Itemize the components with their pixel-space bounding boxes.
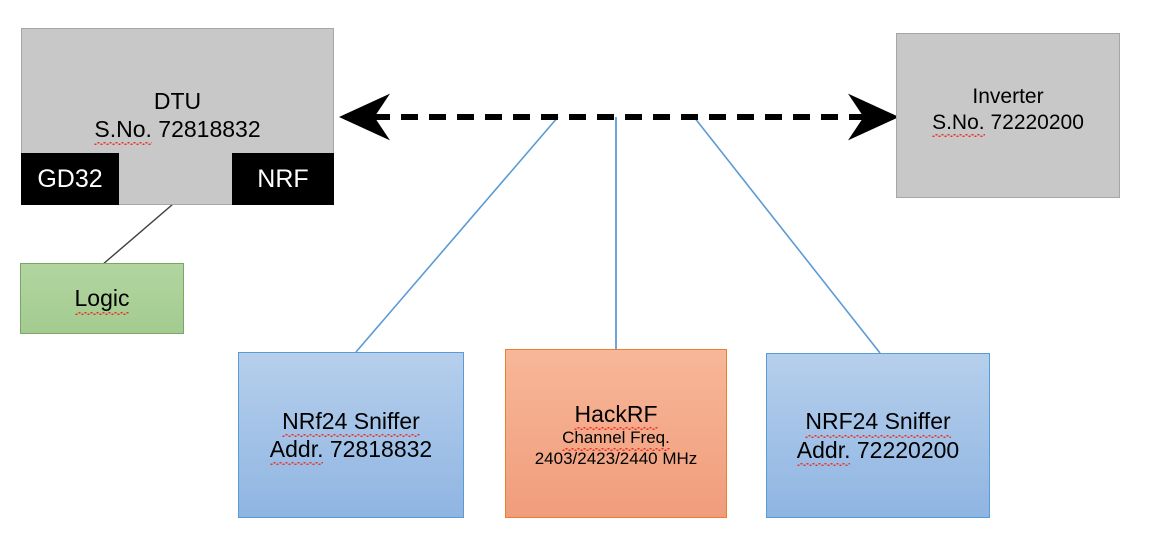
sniffer-left-addr-value: 72818832 bbox=[329, 436, 433, 462]
sniffer-right-title-text: NRF24 Sniffer bbox=[805, 408, 951, 438]
hackrf-channel-label-text: Channel Freq. bbox=[562, 428, 670, 451]
sniffer-right-title: NRF24 Sniffer bbox=[805, 407, 951, 438]
inverter-serial: S.No. 72220200 bbox=[932, 110, 1084, 137]
logic-node[interactable]: Logic bbox=[20, 263, 184, 334]
logic-label-text: Logic bbox=[74, 285, 130, 315]
gd32-label: GD32 bbox=[37, 164, 103, 193]
sniffer-left-title: NRf24 Sniffer bbox=[282, 407, 420, 438]
nrf-label: NRF bbox=[257, 164, 309, 193]
inverter-node[interactable]: Inverter S.No. 72220200 bbox=[896, 33, 1120, 198]
sniffer-left-addr: Addr. 72818832 bbox=[269, 435, 433, 466]
nrf-chip[interactable]: NRF bbox=[232, 153, 334, 205]
dtu-serial: S.No. 72818832 bbox=[94, 115, 261, 146]
sniffer-right-node[interactable]: NRF24 Sniffer Addr. 72220200 bbox=[766, 353, 990, 518]
dtu-serial-prefix: S.No. bbox=[94, 116, 152, 146]
inverter-serial-prefix: S.No. bbox=[932, 110, 985, 137]
hackrf-title: HackRF bbox=[574, 400, 658, 431]
inverter-title: Inverter bbox=[972, 85, 1044, 108]
dtu-title: DTU bbox=[153, 88, 202, 114]
hackrf-channel-label: Channel Freq. bbox=[562, 428, 670, 451]
sniffer-left-addr-prefix: Addr. bbox=[269, 436, 324, 466]
dtu-serial-value: 72818832 bbox=[158, 116, 261, 143]
inverter-serial-value: 72220200 bbox=[990, 110, 1084, 134]
hackrf-node[interactable]: HackRF Channel Freq. 2403/2423/2440 MHz bbox=[505, 349, 727, 518]
hackrf-title-text: HackRF bbox=[574, 401, 658, 431]
hackrf-channel-freqs: 2403/2423/2440 MHz bbox=[534, 448, 698, 468]
gd32-chip[interactable]: GD32 bbox=[21, 153, 119, 205]
rf-link-sniffer-left-line bbox=[355, 116, 559, 353]
sniffer-left-node[interactable]: NRf24 Sniffer Addr. 72818832 bbox=[238, 352, 464, 518]
sniffer-left-title-text: NRf24 Sniffer bbox=[282, 407, 420, 438]
logic-label: Logic bbox=[74, 284, 130, 315]
rf-link-sniffer-right-line bbox=[693, 116, 881, 354]
sniffer-right-addr-prefix: Addr. bbox=[796, 436, 851, 466]
sniffer-right-addr-value: 72220200 bbox=[856, 436, 960, 463]
sniffer-right-addr: Addr. 72220200 bbox=[796, 436, 960, 466]
